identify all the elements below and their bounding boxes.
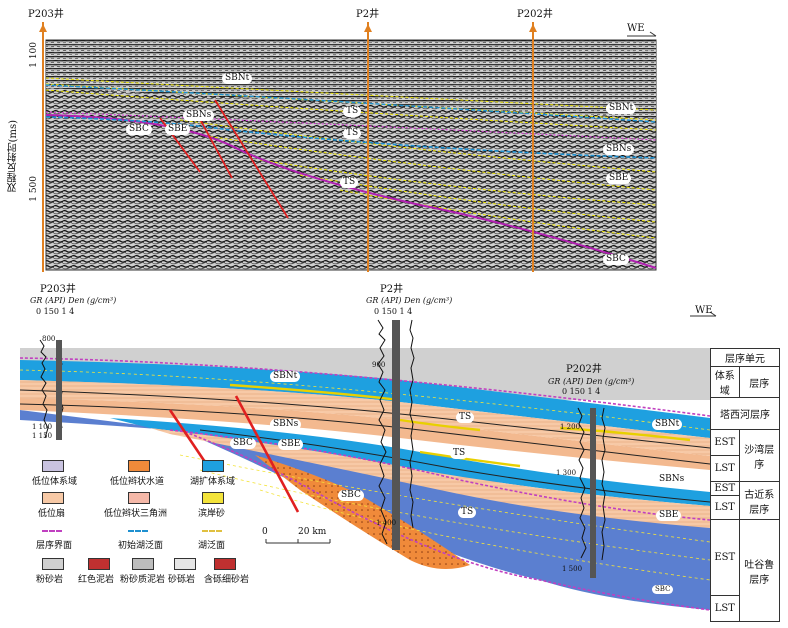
surface-label: SBE bbox=[606, 173, 632, 184]
y-axis-title: 双程反射时(ms) bbox=[8, 120, 19, 193]
table-header: 层序单元 bbox=[710, 348, 780, 367]
table-row: 塔西河层序 bbox=[710, 397, 780, 430]
table-row-tract: LST bbox=[710, 495, 740, 520]
log-scale: 0 150 1 4 bbox=[562, 387, 601, 396]
surface-label: TS bbox=[458, 507, 477, 518]
log-scale: 0 150 1 4 bbox=[36, 307, 75, 316]
stratigraphic-section bbox=[19, 311, 717, 611]
depth-label: 1 100 bbox=[32, 423, 53, 431]
table-row-tract: LST bbox=[710, 455, 740, 482]
legend-label: 层序界面 bbox=[36, 541, 73, 551]
direction-label-top: WE bbox=[627, 23, 645, 34]
legend-label: 低位辫状三角洲 bbox=[104, 509, 168, 519]
surface-label: SBNs bbox=[270, 419, 302, 430]
direction-label-bottom: WE bbox=[695, 305, 713, 316]
surface-label: SBNt bbox=[222, 73, 253, 84]
legend-swatch bbox=[214, 558, 236, 570]
surface-label: TS bbox=[456, 412, 475, 423]
legend-swatch bbox=[132, 558, 154, 570]
depth-label: 1 300 bbox=[556, 469, 577, 477]
legend-swatch bbox=[88, 558, 110, 570]
depth-label: 1 150 bbox=[32, 432, 53, 440]
legend-swatch bbox=[128, 492, 150, 504]
well-label-p2: P2井 bbox=[356, 9, 380, 20]
legend-label: 低位扇 bbox=[38, 509, 66, 519]
surface-label: SBNt bbox=[606, 103, 637, 114]
legend-label: 滨岸砂 bbox=[198, 509, 226, 519]
y-tick-1500: 1 500 bbox=[29, 176, 39, 202]
legend-line bbox=[128, 524, 148, 532]
table-row-tract: EST bbox=[710, 519, 740, 596]
table-col-tract: 体系域 bbox=[710, 366, 740, 398]
table-row-tract: EST bbox=[710, 429, 740, 456]
scale-end: 20 km bbox=[298, 527, 327, 537]
depth-label: 800 bbox=[42, 335, 56, 343]
table-row-tract: LST bbox=[710, 595, 740, 622]
well-label-p202-bottom: P202井 bbox=[566, 364, 602, 375]
surface-label: SBE bbox=[165, 124, 191, 135]
surface-label: SBC bbox=[126, 124, 152, 135]
table-row-seq: 吐谷鲁层序 bbox=[738, 519, 781, 622]
log-scale: 0 150 1 4 bbox=[374, 307, 413, 316]
table-col-seq: 层序 bbox=[738, 366, 781, 398]
legend-swatch bbox=[42, 558, 64, 570]
surface-label: SBC bbox=[652, 585, 674, 594]
surface-label: SBNs bbox=[656, 474, 688, 485]
legend-swatch bbox=[42, 492, 64, 504]
surface-label: SBNs bbox=[183, 110, 215, 121]
table-row-seq: 古近系层序 bbox=[738, 481, 781, 520]
legend-swatch bbox=[128, 460, 150, 472]
legend-label: 湖扩体系域 bbox=[190, 477, 236, 487]
legend-swatch bbox=[202, 492, 224, 504]
surface-label: SBC bbox=[230, 438, 256, 449]
surface-label: SBE bbox=[656, 510, 682, 521]
log-header: GR (API) Den (g/cm³) bbox=[548, 377, 635, 386]
scale-start: 0 bbox=[262, 527, 268, 537]
surface-label: SBC bbox=[603, 254, 629, 265]
seismic-section bbox=[39, 22, 657, 272]
log-header: GR (API) Den (g/cm³) bbox=[366, 296, 453, 305]
depth-label: 1 400 bbox=[376, 519, 397, 527]
legend-label: 红色泥岩 bbox=[78, 575, 115, 585]
legend-label: 初始湖泛面 bbox=[118, 541, 164, 551]
surface-label: SBNs bbox=[603, 144, 635, 155]
legend-label: 粉砂岩 bbox=[36, 575, 64, 585]
legend-swatch bbox=[42, 460, 64, 472]
well-label-p203: P203井 bbox=[28, 9, 64, 20]
surface-label: SBE bbox=[278, 439, 304, 450]
legend-line bbox=[42, 524, 62, 532]
legend-line bbox=[202, 524, 222, 532]
legend-swatch bbox=[202, 460, 224, 472]
legend-label: 含砾细砂岩 bbox=[204, 575, 250, 585]
table-row-seq: 沙湾层序 bbox=[738, 429, 781, 482]
legend-label: 粉砂质泥岩 bbox=[120, 575, 166, 585]
surface-label: TS bbox=[450, 448, 469, 459]
y-tick-1100: 1 100 bbox=[29, 42, 39, 68]
legend-label: 低位体系域 bbox=[32, 477, 78, 487]
legend-swatch bbox=[174, 558, 196, 570]
well-label-p2-bottom: P2井 bbox=[380, 284, 404, 295]
legend-label: 低位辫状水道 bbox=[110, 477, 165, 487]
surface-label: SBNt bbox=[270, 371, 301, 382]
surface-label: TS bbox=[343, 106, 362, 117]
surface-label: TS bbox=[343, 128, 362, 139]
log-header: GR (API) Den (g/cm³) bbox=[30, 296, 117, 305]
depth-label: 1 500 bbox=[562, 565, 583, 573]
legend-label: 湖泛面 bbox=[198, 541, 226, 551]
surface-label: SBC bbox=[338, 490, 364, 501]
depth-label: 900 bbox=[372, 361, 386, 369]
well-label-p202: P202井 bbox=[517, 9, 553, 20]
surface-label: TS bbox=[340, 177, 359, 188]
legend-label: 砂砾岩 bbox=[168, 575, 196, 585]
surface-label: SBNt bbox=[652, 419, 683, 430]
depth-label: 1 200 bbox=[560, 423, 581, 431]
well-label-p203-bottom: P203井 bbox=[40, 284, 76, 295]
table-row-tract: EST bbox=[710, 481, 740, 496]
